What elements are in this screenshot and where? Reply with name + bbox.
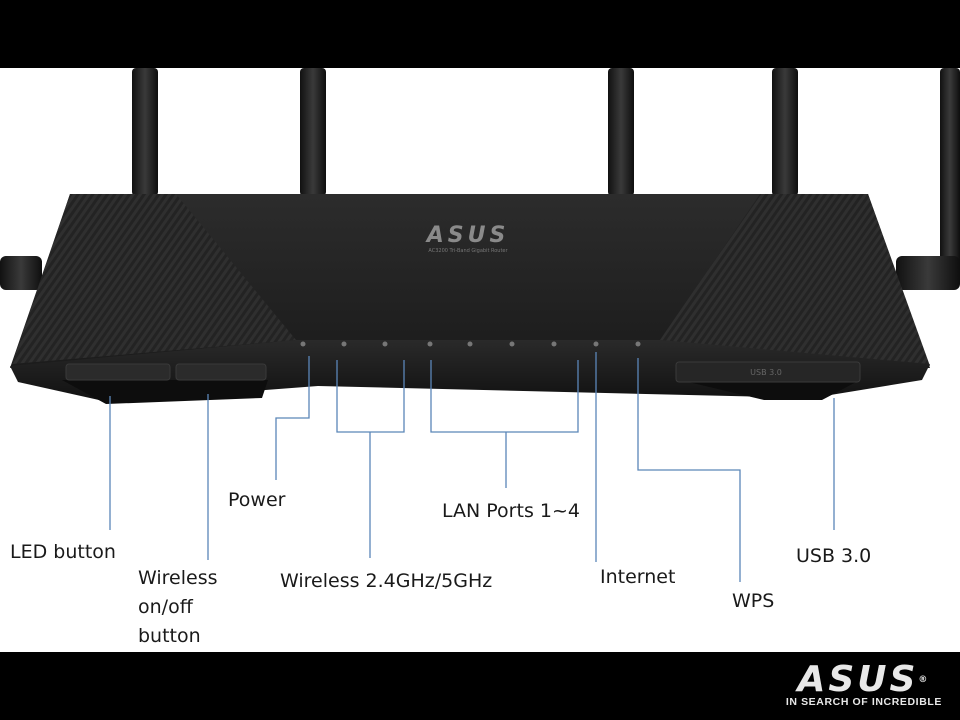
- leader-lan: [430, 360, 579, 433]
- wireless-onoff-button[interactable]: [175, 363, 267, 381]
- usb-port-cover[interactable]: [675, 361, 861, 383]
- router-left-foot: [62, 380, 268, 404]
- antenna-side-left: [0, 256, 42, 290]
- wifi-5ghz-led-icon: [382, 341, 388, 347]
- label-wps: WPS: [732, 590, 775, 612]
- label-wireless-onoff-line3: button: [138, 625, 201, 647]
- led-indicators: [300, 341, 641, 347]
- router-logo: ASUS: [425, 223, 510, 248]
- router-diagram: USB 3.0 ASUS AC3200 Tri-Band Gigabit Rou…: [0, 68, 960, 582]
- antenna-4: [772, 68, 798, 196]
- wps-led-icon: [635, 341, 641, 347]
- label-internet: Internet: [600, 566, 676, 588]
- leader-power: [275, 356, 310, 480]
- label-wireless-onoff: Wireless on/off button: [138, 564, 218, 651]
- label-lan-ports: LAN Ports 1~4: [442, 500, 580, 522]
- router-left-panel: [12, 194, 296, 364]
- internet-led-icon: [593, 341, 599, 347]
- label-usb: USB 3.0: [796, 545, 872, 567]
- wifi-24ghz-led-icon: [341, 341, 347, 347]
- router-right-foot: [680, 380, 860, 400]
- lan3-led-icon: [509, 341, 515, 347]
- label-led-button: LED button: [10, 541, 116, 563]
- antenna-5: [940, 68, 960, 266]
- lan4-led-icon: [551, 341, 557, 347]
- lan2-led-icon: [467, 341, 473, 347]
- label-wireless-bands: Wireless 2.4GHz/5GHz: [280, 570, 493, 592]
- antennas: [0, 68, 960, 290]
- leader-lines: [109, 352, 835, 582]
- footer-bar: ASUS® IN SEARCH OF INCREDIBLE: [0, 652, 960, 720]
- router-right-panel: [660, 194, 930, 366]
- router-model: AC3200 Tri-Band Gigabit Router: [428, 248, 508, 254]
- label-wireless-onoff-line2: on/off: [138, 596, 193, 618]
- asus-tagline: IN SEARCH OF INCREDIBLE: [785, 696, 942, 708]
- antenna-side-right: [896, 256, 960, 290]
- asus-wordmark: ASUS®: [797, 659, 931, 700]
- power-led-icon: [300, 341, 306, 347]
- antenna-1: [132, 68, 158, 196]
- asus-logo: ASUS® IN SEARCH OF INCREDIBLE: [785, 659, 942, 709]
- lan1-led-icon: [427, 341, 433, 347]
- label-wireless-onoff-line1: Wireless: [138, 567, 218, 589]
- antenna-2: [300, 68, 326, 196]
- antenna-3: [608, 68, 634, 196]
- usb-port-label: USB 3.0: [750, 368, 782, 377]
- leader-wps: [637, 358, 741, 582]
- label-power: Power: [228, 489, 286, 511]
- diagram-area: USB 3.0 ASUS AC3200 Tri-Band Gigabit Rou…: [0, 68, 960, 652]
- led-button[interactable]: [65, 363, 171, 381]
